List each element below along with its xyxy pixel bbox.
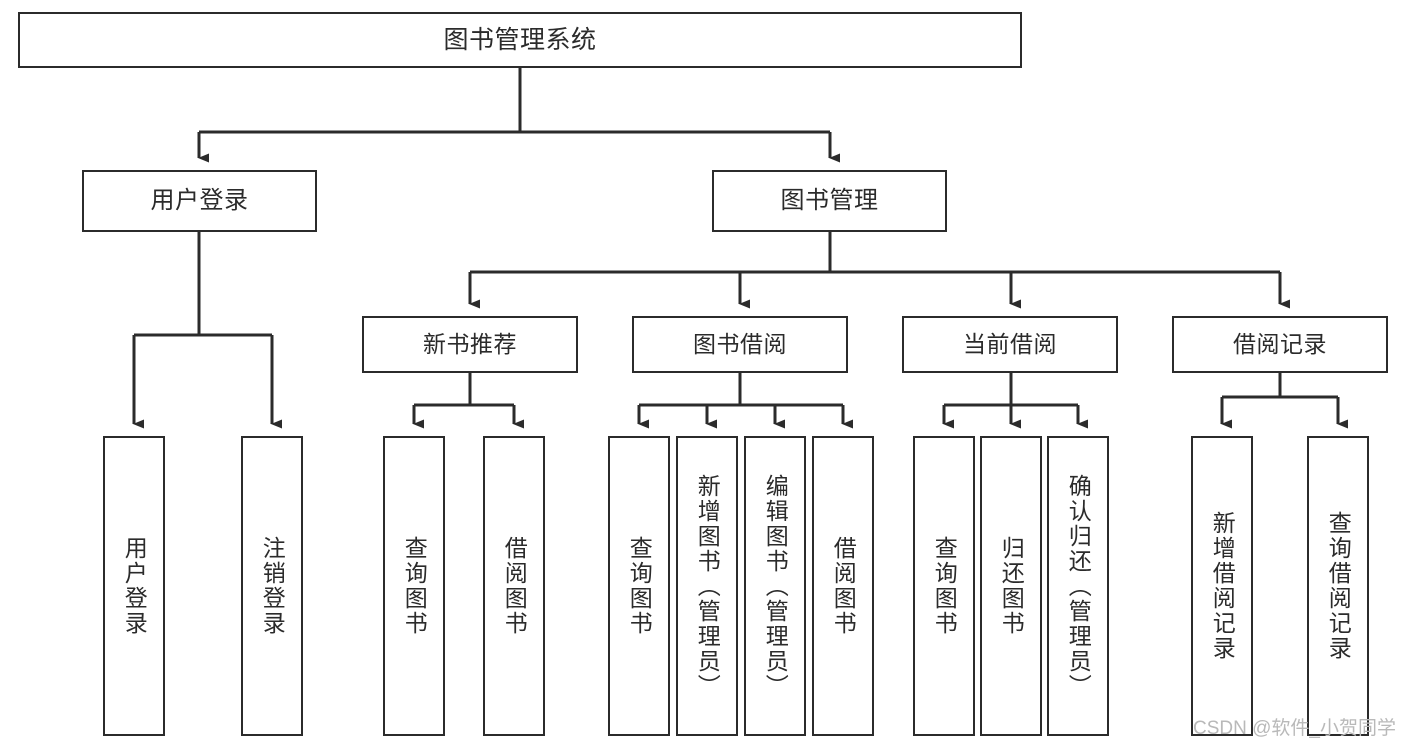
node-label: 查询图书	[931, 536, 958, 636]
node-leaf-query-book-current[interactable]: 查询图书	[913, 436, 975, 736]
node-label: 归还图书	[998, 536, 1025, 636]
node-label: 借阅图书	[501, 536, 528, 636]
node-label: 新增借阅记录	[1209, 511, 1236, 661]
node-label: 新增图书（管理员）	[694, 473, 721, 699]
node-leaf-query-book-recommend[interactable]: 查询图书	[383, 436, 445, 736]
node-root-book-management-system[interactable]: 图书管理系统	[18, 12, 1022, 68]
node-label: 编辑图书（管理员）	[762, 473, 789, 699]
node-leaf-confirm-return[interactable]: 确认归还（管理员）	[1047, 436, 1109, 736]
node-label: 图书管理系统	[443, 25, 597, 54]
node-leaf-query-book-borrow[interactable]: 查询图书	[608, 436, 670, 736]
node-book-manage[interactable]: 图书管理	[712, 170, 947, 232]
node-current-borrow[interactable]: 当前借阅	[902, 316, 1118, 373]
node-leaf-logout-login[interactable]: 注销登录	[241, 436, 303, 736]
node-label: 用户登录	[150, 187, 249, 215]
node-label: 图书管理	[780, 187, 879, 215]
node-borrow-record[interactable]: 借阅记录	[1172, 316, 1388, 373]
node-leaf-add-borrow-record[interactable]: 新增借阅记录	[1191, 436, 1253, 736]
node-user-login[interactable]: 用户登录	[82, 170, 317, 232]
node-leaf-query-borrow-record[interactable]: 查询借阅记录	[1307, 436, 1369, 736]
node-leaf-user-login[interactable]: 用户登录	[103, 436, 165, 736]
node-label: 借阅图书	[830, 536, 857, 636]
node-label: 用户登录	[121, 536, 148, 636]
node-leaf-return-book[interactable]: 归还图书	[980, 436, 1042, 736]
node-leaf-add-book[interactable]: 新增图书（管理员）	[676, 436, 738, 736]
node-label: 查询图书	[626, 536, 653, 636]
node-book-borrow[interactable]: 图书借阅	[632, 316, 848, 373]
node-label: 查询借阅记录	[1325, 511, 1352, 661]
node-label: 查询图书	[401, 536, 428, 636]
node-label: 新书推荐	[423, 331, 517, 358]
node-leaf-edit-book[interactable]: 编辑图书（管理员）	[744, 436, 806, 736]
node-label: 确认归还（管理员）	[1065, 473, 1092, 699]
node-label: 借阅记录	[1233, 331, 1327, 358]
node-label: 当前借阅	[963, 331, 1057, 358]
node-leaf-borrow-book-recommend[interactable]: 借阅图书	[483, 436, 545, 736]
node-label: 图书借阅	[693, 331, 787, 358]
node-label: 注销登录	[259, 536, 286, 636]
node-leaf-borrow-book[interactable]: 借阅图书	[812, 436, 874, 736]
node-new-book-recommend[interactable]: 新书推荐	[362, 316, 578, 373]
